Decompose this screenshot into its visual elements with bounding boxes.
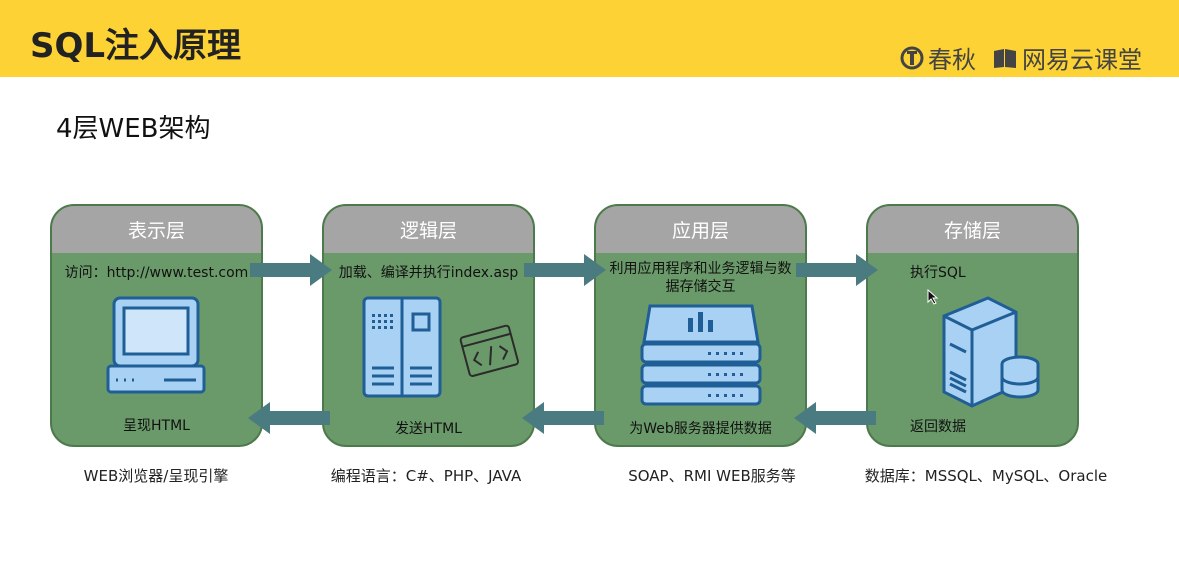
database-server-icon	[942, 296, 1040, 408]
tier-storage: 存储层 执行SQL 返回数据	[866, 204, 1079, 447]
tier-bottom-text: 呈现HTML	[123, 418, 190, 434]
brand-netease-label: 网易云课堂	[1022, 46, 1142, 74]
header-bar: SQL注入原理 春秋 网易云课堂	[0, 0, 1179, 77]
brand-chunqiu: 春秋	[900, 40, 976, 75]
tier-bottom-text: 为Web服务器提供数据	[629, 421, 772, 437]
tier-title: 存储层	[868, 206, 1077, 253]
tier-top-text: 利用应用程序和业务逻辑与数据存储交互	[609, 261, 792, 295]
netease-book-icon	[994, 48, 1016, 68]
tier-title: 表示层	[52, 206, 261, 253]
tier-application: 应用层 利用应用程序和业务逻辑与数据存储交互 为Web服务器提供数据	[594, 204, 807, 447]
tier-caption-logic: 编程语言：C#、PHP、JAVA	[330, 467, 522, 485]
brand-netease: 网易云课堂	[992, 40, 1142, 75]
server-cabinet-icon	[362, 296, 519, 398]
arrow-right-3-icon	[796, 254, 878, 286]
tier-bottom-text: 返回数据	[910, 419, 966, 435]
arrow-right-1-icon	[250, 254, 332, 286]
brand-chunqiu-label: 春秋	[928, 46, 976, 74]
arrow-right-2-icon	[524, 254, 606, 286]
tier-caption-application: SOAP、RMI WEB服务等	[628, 467, 796, 485]
tier-caption-presentation: WEB浏览器/呈现引擎	[83, 467, 229, 485]
chunqiu-logo-icon	[900, 46, 924, 69]
rack-server-icon	[640, 304, 762, 406]
arrow-left-3-icon	[794, 402, 876, 434]
page-title: SQL注入原理	[30, 26, 242, 66]
arrow-left-2-icon	[522, 402, 604, 434]
slide-subtitle: 4层WEB架构	[56, 114, 211, 144]
tier-top-text: 加载、编译并执行index.asp	[338, 265, 519, 281]
tier-title: 逻辑层	[324, 206, 533, 253]
tier-logic: 逻辑层 加载、编译并执行index.asp 发送HTML	[322, 204, 535, 447]
computer-icon	[106, 296, 206, 394]
tier-bottom-text: 发送HTML	[395, 421, 462, 437]
arrow-left-1-icon	[248, 402, 330, 434]
tier-top-text: 访问：http://www.test.com	[64, 265, 249, 281]
tier-title: 应用层	[596, 206, 805, 253]
tier-top-text: 执行SQL	[910, 265, 966, 281]
tier-presentation: 表示层 访问：http://www.test.com 呈现HTML	[50, 204, 263, 447]
mouse-cursor-icon	[927, 289, 939, 305]
tier-caption-storage: 数据库：MSSQL、MySQL、Oracle	[864, 467, 1108, 485]
